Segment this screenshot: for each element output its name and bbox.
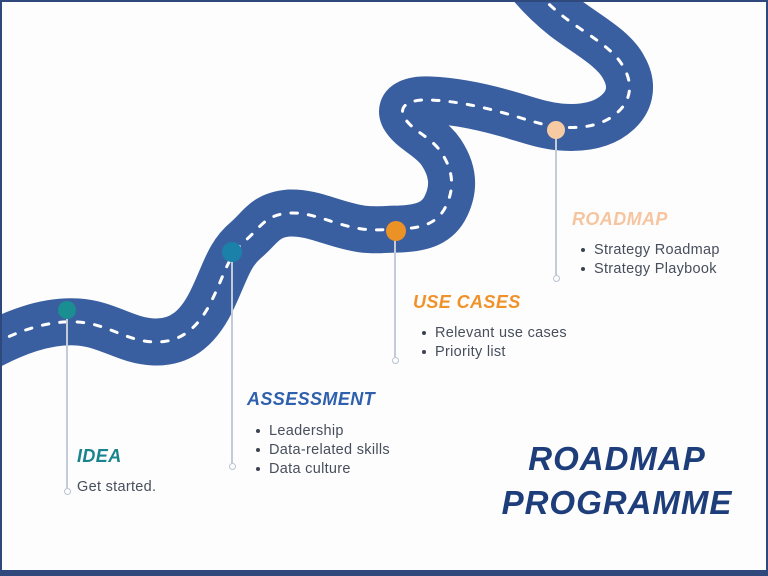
roadmap-label: ROADMAP [572, 209, 668, 229]
bullet-label: Leadership [269, 423, 344, 439]
bullet-label: Data culture [269, 461, 351, 477]
bullet-label: Strategy Roadmap [594, 242, 720, 258]
bullet-marker [581, 248, 585, 252]
bullet-item: Leadership [256, 422, 390, 441]
bullet-marker [581, 267, 585, 271]
bullet-marker [422, 331, 426, 335]
use-cases-milestone-dot [386, 221, 406, 241]
bullet-item: Strategy Playbook [581, 260, 720, 279]
bullet-item: Data-related skills [256, 441, 390, 460]
roadmap-connector-line [555, 130, 557, 275]
bullet-label: Strategy Playbook [594, 261, 717, 277]
roadmap-connector-end-circle [553, 275, 560, 282]
bullet-label: Priority list [435, 344, 506, 360]
bullet-item: Strategy Roadmap [581, 241, 720, 260]
bullet-marker [422, 350, 426, 354]
use-cases-connector-end-circle [392, 357, 399, 364]
roadmap-milestone-dot [547, 121, 565, 139]
use-cases-connector-line [394, 231, 396, 357]
assessment-milestone-dot [222, 242, 242, 262]
bottom-frame-rule [2, 570, 766, 574]
slide-title-line-2: PROGRAMME [501, 484, 733, 521]
assessment-connector-end-circle [229, 463, 236, 470]
assessment-label: ASSESSMENT [247, 389, 376, 409]
road-surface [2, 2, 653, 366]
bullet-item: Priority list [422, 343, 567, 362]
bullet-item: Relevant use cases [422, 324, 567, 343]
bullet-marker [256, 429, 260, 433]
bullet-marker [256, 448, 260, 452]
idea-connector-end-circle [64, 488, 71, 495]
use-cases-bullet-list: Relevant use cases Priority list [422, 324, 567, 362]
idea-connector-line [66, 310, 68, 488]
assessment-connector-line [231, 252, 233, 463]
idea-milestone-dot [58, 301, 76, 319]
bullet-label: Data-related skills [269, 442, 390, 458]
assessment-bullet-list: Leadership Data-related skills Data cult… [256, 422, 390, 479]
bullet-label: Relevant use cases [435, 325, 567, 341]
bullet-marker [256, 467, 260, 471]
bullet-item: Data culture [256, 460, 390, 479]
idea-description: Get started. [77, 479, 157, 495]
slide-title: ROADMAP PROGRAMME [452, 437, 766, 525]
roadmap-bullet-list: Strategy Roadmap Strategy Playbook [581, 241, 720, 279]
slide-title-line-1: ROADMAP [528, 440, 706, 477]
idea-label: IDEA [77, 446, 122, 466]
road-centerline [2, 2, 631, 344]
use-cases-label: USE CASES [413, 292, 521, 312]
